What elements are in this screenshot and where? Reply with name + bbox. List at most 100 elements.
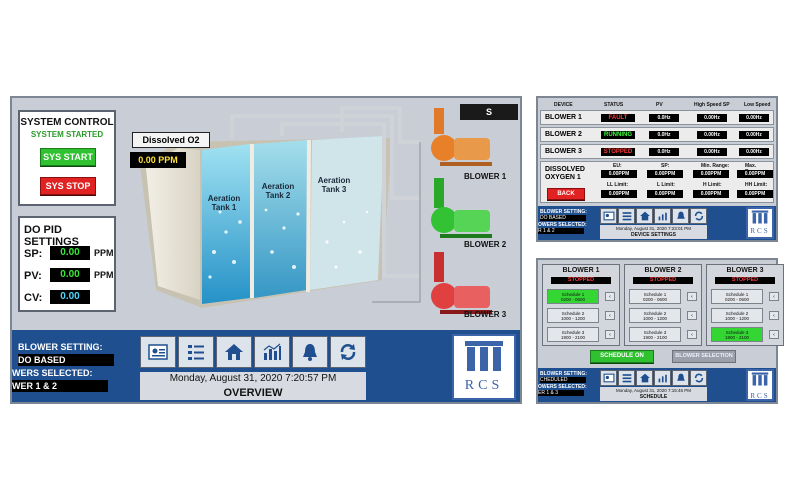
device-name: BLOWER 2: [545, 131, 582, 138]
device-name: BLOWER 3: [545, 148, 582, 155]
blower-2-icon[interactable]: [431, 178, 492, 238]
sch-nav-schedule-button[interactable]: [618, 370, 635, 386]
device-row-blower-2: BLOWER 2 RUNNING 0.0Hz 0.00Hz 0.00Hz: [540, 127, 774, 142]
nav-refresh-button[interactable]: [330, 336, 366, 368]
schedule-item-arrow-button[interactable]: ‹: [687, 330, 697, 339]
ll-limit-label: LL Limit:: [607, 182, 629, 188]
pv-value: 0.00: [50, 268, 90, 282]
nav-schedule-button[interactable]: [178, 336, 214, 368]
status-badge: STOPPED: [601, 148, 635, 156]
schedule-item-time: 1900 - 2100: [560, 335, 586, 340]
h-limit-value[interactable]: 0.00PPM: [693, 190, 729, 198]
schedule-item-time: 1900 - 2100: [642, 335, 668, 340]
bar-chart-icon: [658, 374, 667, 383]
ll-limit-value[interactable]: 0.00PPM: [601, 190, 637, 198]
column-status-badge: STOPPED: [715, 277, 775, 284]
low-speed-value[interactable]: 0.00Hz: [739, 114, 769, 122]
schedule-item-arrow-button[interactable]: ‹: [605, 311, 615, 320]
sch-nav-alarms-button[interactable]: [672, 370, 689, 386]
dev-nav-schedule-button[interactable]: [618, 208, 635, 224]
nav-home-button[interactable]: [216, 336, 252, 368]
sch-nav-refresh-button[interactable]: [690, 370, 707, 386]
do-name-line-2: OXYGEN 1: [545, 174, 581, 181]
refresh-icon: [340, 344, 356, 360]
pv-value: 0.0Hz: [649, 114, 679, 122]
dev-nav-home-button[interactable]: [636, 208, 653, 224]
system-status-text: SYSTEM STARTED: [30, 130, 104, 139]
schedule-item-arrow-button[interactable]: ‹: [687, 311, 697, 320]
screen-title: OVERVIEW: [140, 386, 366, 400]
dev-blowers-selected-value: R 1 & 2: [538, 228, 584, 234]
blower-1-icon[interactable]: [431, 108, 492, 166]
nav-alarms-button[interactable]: [292, 336, 328, 368]
refresh-icon: [694, 211, 703, 221]
sp-value[interactable]: 0.00PPM: [647, 170, 683, 178]
schedule-on-button[interactable]: SCHEDULE ON: [590, 350, 654, 363]
dev-nav-alarms-button[interactable]: [672, 208, 689, 224]
hh-limit-value[interactable]: 0.00PPM: [737, 190, 773, 198]
dev-blower-setting-title: BLOWER SETTING:: [540, 209, 587, 215]
schedule-item-arrow-button[interactable]: ‹: [687, 292, 697, 301]
sp-value[interactable]: 0.00: [50, 246, 90, 260]
high-speed-value[interactable]: 0.00Hz: [697, 114, 727, 122]
do-pid-title: DO PID SETTINGS: [24, 224, 80, 248]
blower-setting-title: BLOWER SETTING:: [18, 342, 103, 352]
sch-rcs-logo: RCS: [746, 369, 774, 401]
max-range-value[interactable]: 0.00PPM: [737, 170, 773, 178]
high-speed-value[interactable]: 0.00Hz: [697, 148, 727, 156]
sch-blower-setting-title: BLOWER SETTING:: [540, 371, 587, 377]
dev-nav-refresh-button[interactable]: [690, 208, 707, 224]
h-limit-label: H Limit:: [703, 182, 722, 188]
system-control-title: SYSTEM CONTROL: [20, 117, 114, 128]
nav-trends-button[interactable]: [254, 336, 290, 368]
blowers-selected-title: WERS SELECTED:: [12, 368, 93, 378]
sys-stop-button[interactable]: SYS STOP: [40, 177, 96, 195]
device-row-blower-3: BLOWER 3 STOPPED 0.0Hz 0.00Hz 0.00Hz: [540, 144, 774, 159]
low-speed-value[interactable]: 0.00Hz: [739, 131, 769, 139]
sch-nav-home-button[interactable]: [636, 370, 653, 386]
dev-blower-setting-value: DO BASED: [540, 215, 586, 221]
blower-3-icon[interactable]: [431, 252, 492, 314]
sch-nav-trends-button[interactable]: [654, 370, 671, 386]
back-button[interactable]: BACK: [547, 188, 585, 200]
schedule-item-arrow-button[interactable]: ‹: [605, 330, 615, 339]
schedule-item-arrow-button[interactable]: ‹: [769, 330, 779, 339]
l-limit-value[interactable]: 0.00PPM: [647, 190, 683, 198]
high-speed-value[interactable]: 0.00Hz: [697, 131, 727, 139]
sch-date-time: Monday, August 31, 2020 7:15:46 PM: [600, 387, 707, 394]
dev-nav-settings-button[interactable]: [600, 208, 617, 224]
blower-selection-button[interactable]: BLOWER SELECTION: [672, 350, 736, 363]
schedule-item-arrow-button[interactable]: ‹: [605, 292, 615, 301]
nav-settings-button[interactable]: [140, 336, 176, 368]
rcs-logo-text: RCS: [464, 378, 504, 393]
blower-1-label: BLOWER 1: [464, 172, 507, 181]
eu-label: EU:: [613, 163, 622, 169]
min-range-value[interactable]: 0.00PPM: [693, 170, 729, 178]
dissolved-o2-label: Dissolved O2: [132, 132, 210, 148]
tank-1-water: [202, 144, 250, 304]
pv-value: 0.0Hz: [649, 131, 679, 139]
sys-start-button[interactable]: SYS START: [40, 148, 96, 166]
schedule-item-arrow-button[interactable]: ‹: [769, 311, 779, 320]
id-card-icon: [603, 211, 614, 221]
dev-nav-trends-button[interactable]: [654, 208, 671, 224]
sch-nav-settings-button[interactable]: [600, 370, 617, 386]
header-device: DEVICE: [554, 102, 573, 108]
device-row-blower-1: BLOWER 1 FAULT 0.0Hz 0.00Hz 0.00Hz: [540, 110, 774, 125]
min-range-label: Min. Range:: [701, 163, 730, 169]
schedule-item-arrow-button[interactable]: ‹: [769, 292, 779, 301]
schedule-item-time: 0200 - 0600: [642, 297, 668, 302]
low-speed-value[interactable]: 0.00Hz: [739, 148, 769, 156]
dev-date-time: Monday, August 31, 2020 7:23:01 PM: [600, 225, 707, 232]
column-title: BLOWER 3: [726, 267, 764, 274]
corner-tab[interactable]: S: [460, 104, 518, 120]
